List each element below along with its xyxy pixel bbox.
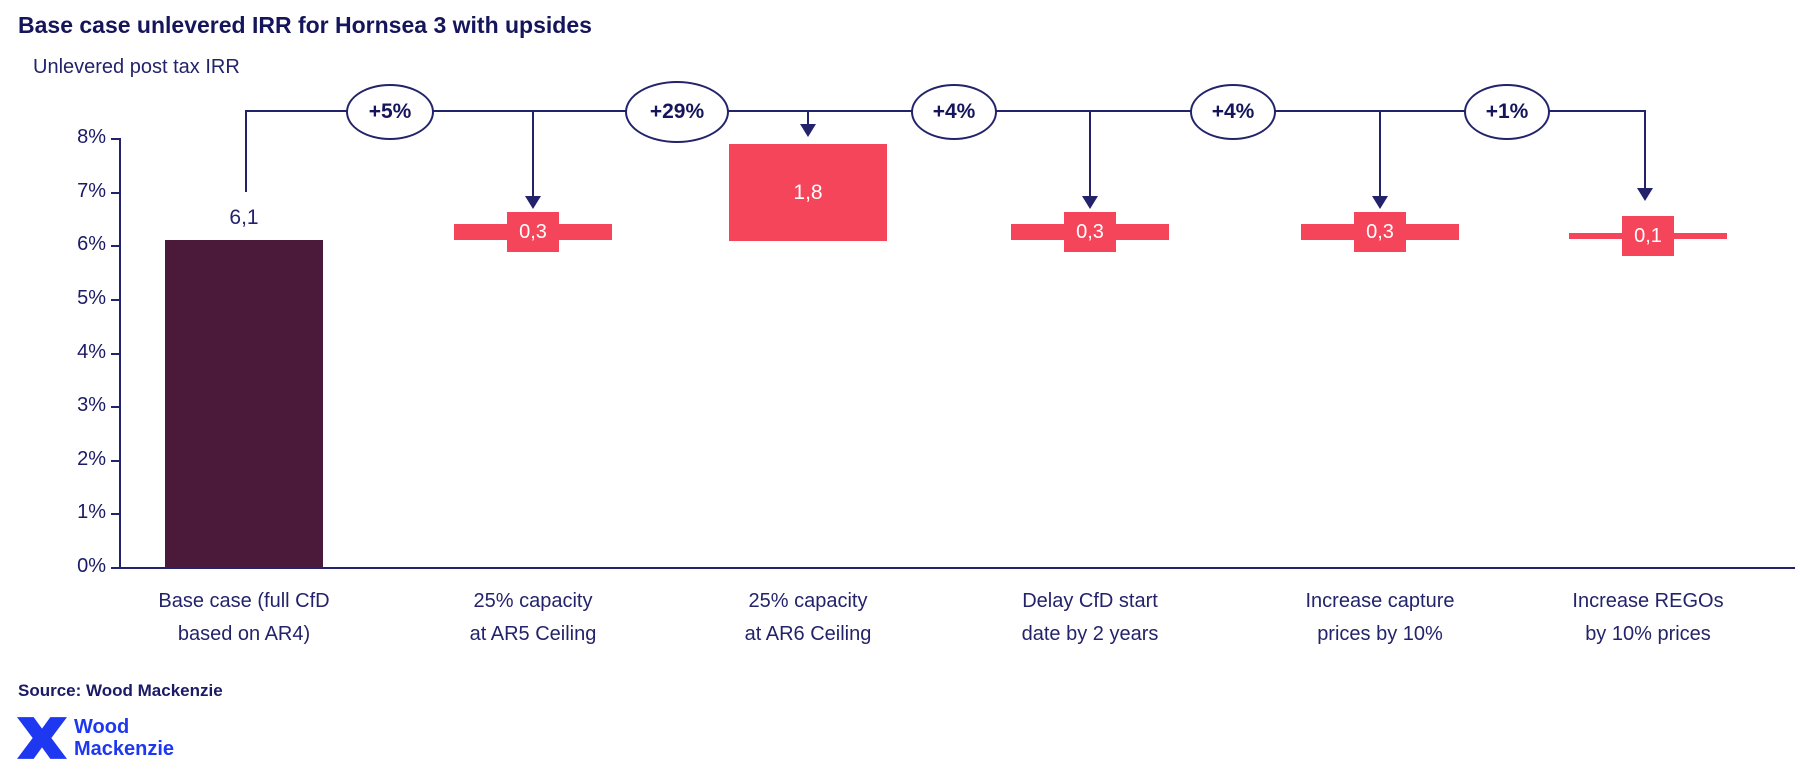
y-tick-label-6: 6% bbox=[77, 233, 106, 255]
category-label-regos-line2: by 10% prices bbox=[1585, 623, 1711, 645]
down-arrow-line-ar6 bbox=[807, 110, 809, 124]
y-tick-2 bbox=[111, 460, 120, 462]
y-tick-8 bbox=[111, 138, 120, 140]
woodmac-logo-mark bbox=[17, 717, 67, 759]
y-tick-label-2: 2% bbox=[77, 448, 106, 470]
y-tick-7 bbox=[111, 192, 120, 194]
value-box-capture: 0,3 bbox=[1354, 212, 1406, 252]
woodmac-logo-line2: Mackenzie bbox=[74, 738, 175, 760]
category-label-capture: Increase capture prices by 10% bbox=[1230, 585, 1530, 651]
y-tick-5 bbox=[111, 299, 120, 301]
woodmac-logo-line1: Wood bbox=[74, 716, 130, 738]
y-tick-label-4: 4% bbox=[77, 341, 106, 363]
delta-bubble-ar6: +29% bbox=[625, 81, 729, 143]
category-label-base-case-line1: Base case (full CfD bbox=[158, 590, 330, 612]
category-label-ar5: 25% capacity at AR5 Ceiling bbox=[383, 585, 683, 651]
y-tick-label-3: 3% bbox=[77, 394, 106, 416]
bar-base-case bbox=[165, 240, 323, 567]
category-label-ar6: 25% capacity at AR6 Ceiling bbox=[658, 585, 958, 651]
down-arrow-line-ar5 bbox=[532, 110, 534, 196]
down-arrow-line-regos bbox=[1644, 110, 1646, 188]
delta-bubble-capture: +4% bbox=[1190, 84, 1276, 140]
delta-bubble-regos: +1% bbox=[1464, 84, 1550, 140]
y-axis-title: Unlevered post tax IRR bbox=[33, 56, 240, 78]
y-tick-label-7: 7% bbox=[77, 180, 106, 202]
y-tick-6 bbox=[111, 245, 120, 247]
category-label-capture-line1: Increase capture bbox=[1305, 590, 1455, 612]
y-tick-label-8: 8% bbox=[77, 126, 106, 148]
category-label-base-case-line2: based on AR4) bbox=[177, 623, 311, 645]
page-title: Base case unlevered IRR for Hornsea 3 wi… bbox=[18, 12, 592, 38]
down-arrow-head-capture bbox=[1372, 196, 1388, 209]
category-label-base-case: Base case (full CfD based on AR4) bbox=[94, 585, 394, 651]
category-label-delay-line1: Delay CfD start bbox=[1022, 590, 1158, 612]
category-label-ar6-line1: 25% capacity bbox=[748, 590, 868, 612]
down-arrow-head-regos bbox=[1637, 188, 1653, 201]
y-axis-line bbox=[119, 138, 121, 569]
y-tick-3 bbox=[111, 406, 120, 408]
category-label-delay-line2: date by 2 years bbox=[1021, 623, 1159, 645]
category-label-ar6-line2: at AR6 Ceiling bbox=[744, 623, 872, 645]
category-label-capture-line2: prices by 10% bbox=[1317, 623, 1443, 645]
x-axis-line bbox=[119, 567, 1795, 569]
down-arrow-line-delay bbox=[1089, 110, 1091, 196]
y-tick-label-0: 0% bbox=[77, 555, 106, 577]
source-note: Source: Wood Mackenzie bbox=[18, 681, 223, 700]
category-label-ar5-line2: at AR5 Ceiling bbox=[469, 623, 597, 645]
connector-riser bbox=[245, 110, 247, 192]
woodmac-logo-text: Wood Mackenzie bbox=[74, 716, 174, 760]
value-label-base-case: 6,1 bbox=[229, 206, 259, 229]
category-label-ar5-line1: 25% capacity bbox=[473, 590, 593, 612]
down-arrow-head-ar6 bbox=[800, 124, 816, 137]
category-label-regos: Increase REGOs by 10% prices bbox=[1498, 585, 1798, 651]
down-arrow-head-ar5 bbox=[525, 196, 541, 209]
y-tick-label-5: 5% bbox=[77, 287, 106, 309]
y-tick-4 bbox=[111, 353, 120, 355]
y-tick-0 bbox=[111, 567, 120, 569]
delta-bubble-delay: +4% bbox=[911, 84, 997, 140]
y-tick-1 bbox=[111, 513, 120, 515]
down-arrow-line-capture bbox=[1379, 110, 1381, 196]
category-label-regos-line1: Increase REGOs bbox=[1572, 590, 1724, 612]
category-label-delay: Delay CfD start date by 2 years bbox=[940, 585, 1240, 651]
bar-ar6: 1,8 bbox=[729, 144, 887, 241]
down-arrow-head-delay bbox=[1082, 196, 1098, 209]
delta-bubble-ar5: +5% bbox=[346, 84, 434, 140]
woodmac-logo: Wood Mackenzie bbox=[17, 716, 257, 762]
y-tick-label-1: 1% bbox=[77, 501, 106, 523]
value-box-regos: 0,1 bbox=[1622, 216, 1674, 256]
value-box-ar5: 0,3 bbox=[507, 212, 559, 252]
value-box-delay: 0,3 bbox=[1064, 212, 1116, 252]
